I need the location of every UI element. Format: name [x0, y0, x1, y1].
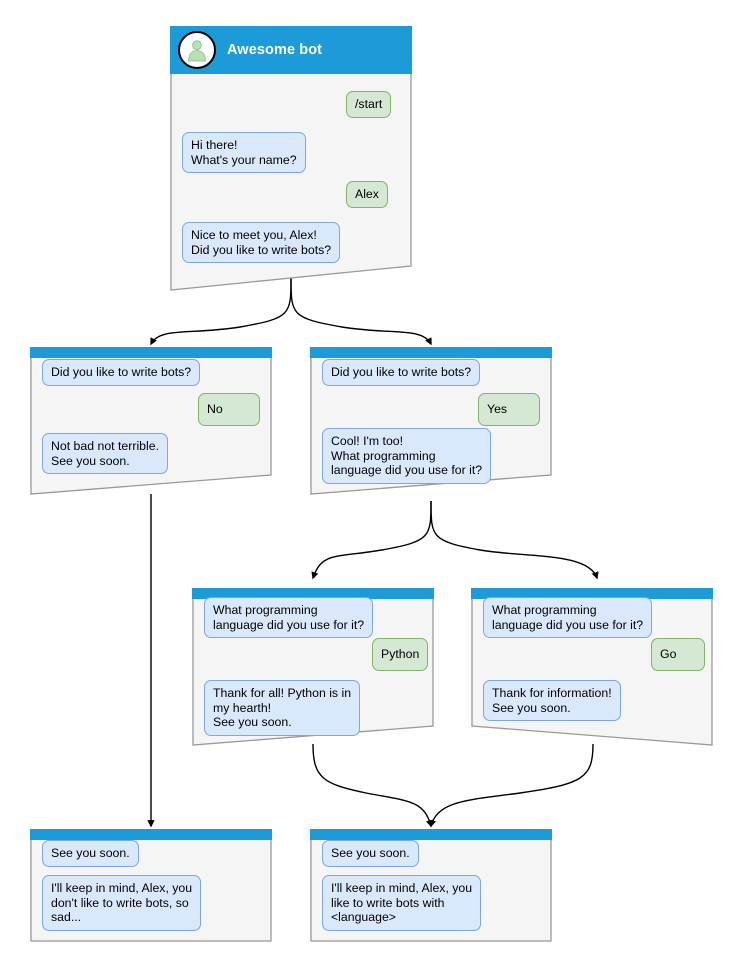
message-list-go-branch: What programming language did you use fo… [471, 588, 713, 746]
bot-title: Awesome bot [227, 42, 323, 58]
bot-message-bubble[interactable]: I'll keep in mind, Alex, you don't like … [42, 875, 202, 931]
card-header-bar [471, 588, 713, 599]
message-list-no-branch: Did you like to write bots? No Not bad n… [30, 347, 272, 495]
bot-message-bubble[interactable]: Nice to meet you, Alex! Did you like to … [182, 222, 341, 264]
message-list-root: /start Hi there! What's your name? Alex … [170, 26, 412, 291]
bot-message-bubble[interactable]: Did you like to write bots? [322, 359, 481, 386]
message-list-end-no: See you soon. I'll keep in mind, Alex, y… [30, 829, 272, 942]
user-message-bubble[interactable]: Alex [346, 181, 388, 208]
edge-yes-to-python [311, 500, 432, 580]
card-header-bar [30, 829, 272, 840]
chat-card-root[interactable]: Awesome bot /start Hi there! What's your… [170, 26, 412, 291]
bot-message-bubble[interactable]: What programming language did you use fo… [204, 597, 374, 639]
user-message-bubble[interactable]: Python [372, 638, 429, 671]
user-message-bubble[interactable]: Go [651, 638, 705, 671]
bot-message-bubble[interactable]: Thank for all! Python is in my hearth! S… [204, 680, 361, 736]
bot-message-bubble[interactable]: Did you like to write bots? [42, 359, 201, 386]
card-header-bar [192, 588, 434, 599]
message-list-yes-branch: Did you like to write bots? Yes Cool! I'… [310, 347, 552, 495]
bot-message-bubble[interactable]: See you soon. [322, 840, 419, 867]
chat-card-end-no[interactable]: See you soon. I'll keep in mind, Alex, y… [30, 829, 272, 942]
chat-card-python-branch[interactable]: What programming language did you use fo… [192, 588, 434, 746]
card-header-bar [310, 829, 552, 840]
edge-go-to-end-yes [429, 743, 594, 828]
edge-yes-to-go [430, 500, 599, 580]
bot-message-bubble[interactable]: Cool! I'm too! What programming language… [322, 428, 492, 484]
bot-message-bubble[interactable]: Not bad not terrible. See you soon. [42, 433, 169, 475]
message-list-end-yes: See you soon. I'll keep in mind, Alex, y… [310, 829, 552, 942]
bot-message-bubble[interactable]: Thank for information! See you soon. [483, 680, 621, 722]
card-header-root: Awesome bot [170, 26, 412, 74]
bot-message-bubble[interactable]: See you soon. [42, 840, 139, 867]
user-message-bubble[interactable]: /start [346, 91, 392, 118]
bot-message-bubble[interactable]: I'll keep in mind, Alex, you like to wri… [322, 875, 482, 931]
chat-card-no-branch[interactable]: Did you like to write bots? No Not bad n… [30, 347, 272, 495]
bot-message-bubble[interactable]: Hi there! What's your name? [182, 132, 306, 174]
user-message-bubble[interactable]: No [198, 393, 260, 426]
message-list-python-branch: What programming language did you use fo… [192, 588, 434, 746]
chat-card-yes-branch[interactable]: Did you like to write bots? Yes Cool! I'… [310, 347, 552, 495]
person-avatar-icon [178, 31, 216, 69]
card-header-bar [30, 347, 272, 358]
chat-card-end-yes[interactable]: See you soon. I'll keep in mind, Alex, y… [310, 829, 552, 942]
card-header-bar [310, 347, 552, 358]
bot-message-bubble[interactable]: What programming language did you use fo… [483, 597, 653, 639]
user-message-bubble[interactable]: Yes [478, 393, 540, 426]
chat-card-go-branch[interactable]: What programming language did you use fo… [471, 588, 713, 746]
edge-python-to-end-yes [312, 743, 433, 828]
